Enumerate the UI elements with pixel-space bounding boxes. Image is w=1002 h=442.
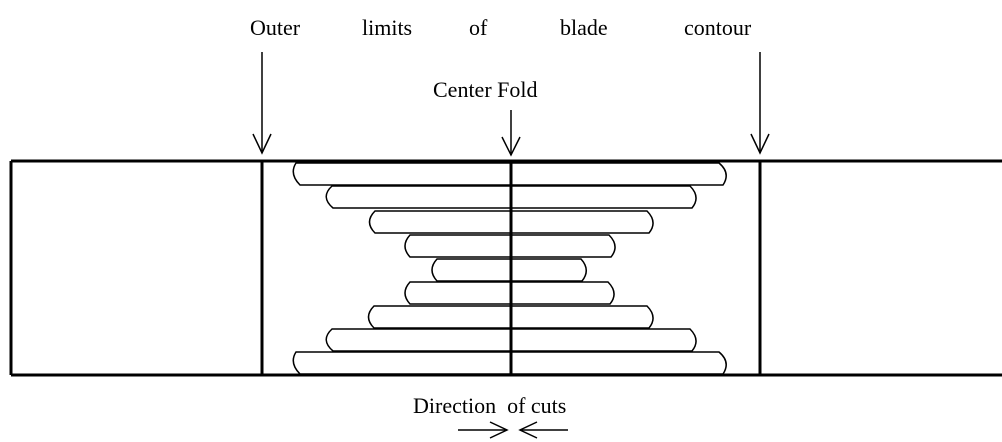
label-outer: Outer xyxy=(250,15,301,40)
cut-2 xyxy=(325,185,697,209)
label-of: of xyxy=(469,15,488,40)
cut-6 xyxy=(404,281,615,305)
direction-arrow-left xyxy=(518,421,568,439)
material-strip xyxy=(9,159,1002,377)
cut-shapes xyxy=(292,162,727,375)
cut-9 xyxy=(292,351,727,375)
right-limit-arrow xyxy=(750,52,770,155)
label-limits: limits xyxy=(362,15,412,40)
cut-4 xyxy=(404,234,616,258)
label-center-fold: Center Fold xyxy=(433,77,538,102)
cut-5 xyxy=(431,258,587,282)
cut-8 xyxy=(325,328,697,352)
center-fold-arrow xyxy=(501,110,521,157)
label-direction-of-cuts: Direction of cuts xyxy=(413,393,566,418)
cut-7 xyxy=(367,305,654,329)
cut-1 xyxy=(292,162,727,186)
label-contour: contour xyxy=(684,15,752,40)
left-limit-arrow xyxy=(252,52,272,155)
cut-3 xyxy=(368,210,654,234)
direction-arrow-right xyxy=(458,421,509,439)
label-blade: blade xyxy=(560,15,608,40)
